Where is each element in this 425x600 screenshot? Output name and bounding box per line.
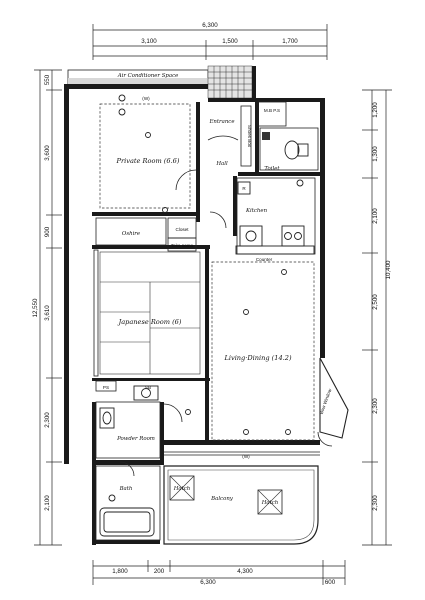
outlet-icon [296, 179, 304, 187]
bathtub-icon [99, 507, 155, 537]
stove-icon [281, 225, 305, 247]
private-room [99, 103, 191, 209]
hall-label: Hall [215, 161, 228, 167]
powder-door-swing-icon [163, 403, 183, 423]
tokonoma-label: Toko noma [171, 243, 194, 248]
sink-icon [262, 132, 270, 140]
left-segment-3: 900 [44, 226, 51, 237]
sink-basin-icon [239, 225, 263, 247]
counter [235, 245, 315, 255]
toilet-label: Toilet [264, 166, 280, 172]
bottom-segment-3: 4,300 [237, 568, 253, 575]
tile-grid [207, 65, 253, 99]
bow-window [319, 357, 349, 439]
left-segment-1: 550 [44, 74, 51, 85]
bottom-segment-2: 200 [154, 568, 165, 575]
closet-label: Closet [175, 227, 189, 232]
sliding-door [93, 249, 99, 377]
top-total-dim: 6,300 [202, 22, 218, 29]
left-segment-5: 2,300 [44, 412, 51, 428]
right-segment-6: 2,300 [372, 495, 379, 511]
living-dining [211, 261, 315, 441]
left-segment-6: 2,100 [44, 495, 51, 511]
shoes-box [240, 105, 252, 167]
shoes-box-label: Shoes Box [247, 125, 252, 148]
outlet-icon [118, 94, 126, 102]
refrigerator-icon [237, 181, 251, 195]
washing-machine-icon [133, 385, 159, 401]
tokonoma [167, 237, 197, 252]
hatch-right [257, 489, 283, 515]
window-bottom-mark: (W) [242, 454, 250, 459]
top-segment-1: 3,100 [141, 38, 157, 45]
shower-icon [108, 494, 116, 502]
left-total-dim: 12,550 [32, 298, 39, 317]
bow-window-label: Bow Window [319, 388, 333, 415]
entrance-label: Entrance [208, 119, 234, 125]
right-segment-2: 1,300 [372, 146, 379, 162]
bath-room [95, 465, 161, 541]
door-swing-icon [175, 169, 197, 191]
oshire-label: Oshire [122, 231, 140, 237]
right-segment-5: 2,300 [372, 398, 379, 414]
left-dimensions [34, 69, 62, 546]
bottom-total-dim: 6,300 [200, 579, 216, 586]
left-segment-2: 3,600 [44, 145, 51, 161]
hatch-right-label: Hatch [261, 500, 279, 506]
hatch-left [169, 475, 195, 501]
vanity-sink-icon [99, 407, 115, 429]
powder-room-label: Powder Room [116, 436, 155, 442]
balcony-label: Balcony [210, 496, 234, 502]
bottom-segment-1: 1,800 [112, 568, 128, 575]
right-segment-3: 2,100 [372, 208, 379, 224]
window-top-mark: (W) [142, 96, 150, 101]
outlet-icon [243, 429, 249, 435]
right-segment-1: 1,200 [372, 102, 379, 118]
japanese-room-label: Japanese Room (6) [117, 318, 182, 326]
ps-box [95, 380, 117, 392]
balcony [163, 465, 319, 545]
mb-ps-label: M.B P.S [264, 108, 280, 113]
bath-door-swing-icon [119, 461, 135, 477]
right-dimensions [362, 89, 392, 546]
top-segment-3: 1,700 [282, 38, 298, 45]
ps-label: PS [103, 385, 109, 390]
top-dimensions [92, 24, 328, 60]
ceiling-light-icon [145, 132, 151, 138]
kitchen-label: Kitchen [245, 208, 268, 214]
toilet-bowl-icon [284, 140, 300, 160]
living-dining-label: Living·Dining (14.2) [223, 354, 291, 362]
counter-label: Counter [256, 257, 273, 262]
bottom-segment-4: 600 [325, 579, 336, 586]
outlet-icon [118, 108, 126, 116]
powder-room [95, 401, 161, 459]
mb-ps-box [257, 101, 287, 127]
tatami-mats [99, 251, 201, 375]
sb-mark: SB [145, 385, 151, 390]
outlet-icon [285, 429, 291, 435]
private-room-label: Private Room (6.6) [116, 157, 180, 165]
window-swing-icon [317, 431, 333, 447]
kitchen-area [236, 177, 316, 255]
walls [64, 66, 325, 545]
kitchen-door-swing-icon [209, 211, 227, 229]
bath-label: Bath [119, 486, 133, 492]
outlet-icon [162, 207, 168, 213]
right-segment-4: 2,500 [372, 294, 379, 310]
hatch-left-label: Hatch [173, 486, 191, 492]
outlet-icon [281, 269, 287, 275]
outlet-icon [185, 409, 191, 415]
bottom-dimensions [92, 560, 346, 585]
oshire [95, 217, 167, 246]
ceiling-light-icon [243, 309, 249, 315]
refrigerator-mark: R [242, 186, 246, 191]
entrance-door-swing-icon [207, 135, 239, 141]
toilet-room [259, 127, 319, 171]
left-segment-4: 3,610 [44, 305, 51, 321]
air-conditioner-label: Air Conditioner Space [117, 73, 179, 79]
right-total-dim: 10,400 [385, 260, 392, 279]
top-segment-2: 1,500 [222, 38, 238, 45]
